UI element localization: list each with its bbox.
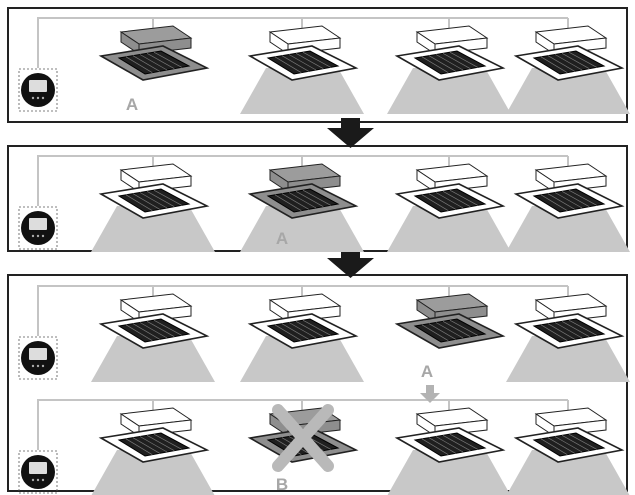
cassette-unit [387,164,511,252]
remote-screen [29,348,47,360]
cassette-unit [506,294,630,382]
remote-button [42,235,44,237]
cassette-unit [397,294,503,348]
cassette-unit [91,294,215,382]
remote-button [32,479,34,481]
label-b: B [276,475,288,494]
label-a: A [421,362,433,381]
cassette-unit [240,294,364,382]
cassette-unit [240,26,364,114]
remote-button [37,365,39,367]
remote-controller-icon [19,207,57,249]
remote-controller-icon [19,337,57,379]
cassette-unit [91,408,215,495]
remote-screen [29,80,47,92]
cassette-unit [506,164,630,252]
remote-button [37,479,39,481]
remote-controller-icon [19,451,57,493]
cassette-unit [101,26,207,80]
cassette-unit [506,408,630,495]
remote-button [37,97,39,99]
remote-screen [29,218,47,230]
remote-button [42,479,44,481]
cassette-unit [240,164,364,252]
panel-2-row [19,156,630,252]
remote-controller-icon [19,69,57,111]
transition-down-arrow-icon [327,248,374,278]
remote-button [42,365,44,367]
cassette-unit [250,408,356,466]
panel-3-row-2 [19,400,630,495]
remote-button [32,97,34,99]
remote-button [42,97,44,99]
label-a: A [276,229,288,248]
remote-screen [29,462,47,474]
remote-button [37,235,39,237]
label-a: A [126,95,138,114]
panel-1-row [19,18,630,114]
cassette-unit [506,26,630,114]
cassette-unit [387,408,511,495]
panel-3-row-1 [19,286,630,382]
cassette-unit [387,26,511,114]
remote-button [32,235,34,237]
remote-button [32,365,34,367]
cassette-unit [91,164,215,252]
